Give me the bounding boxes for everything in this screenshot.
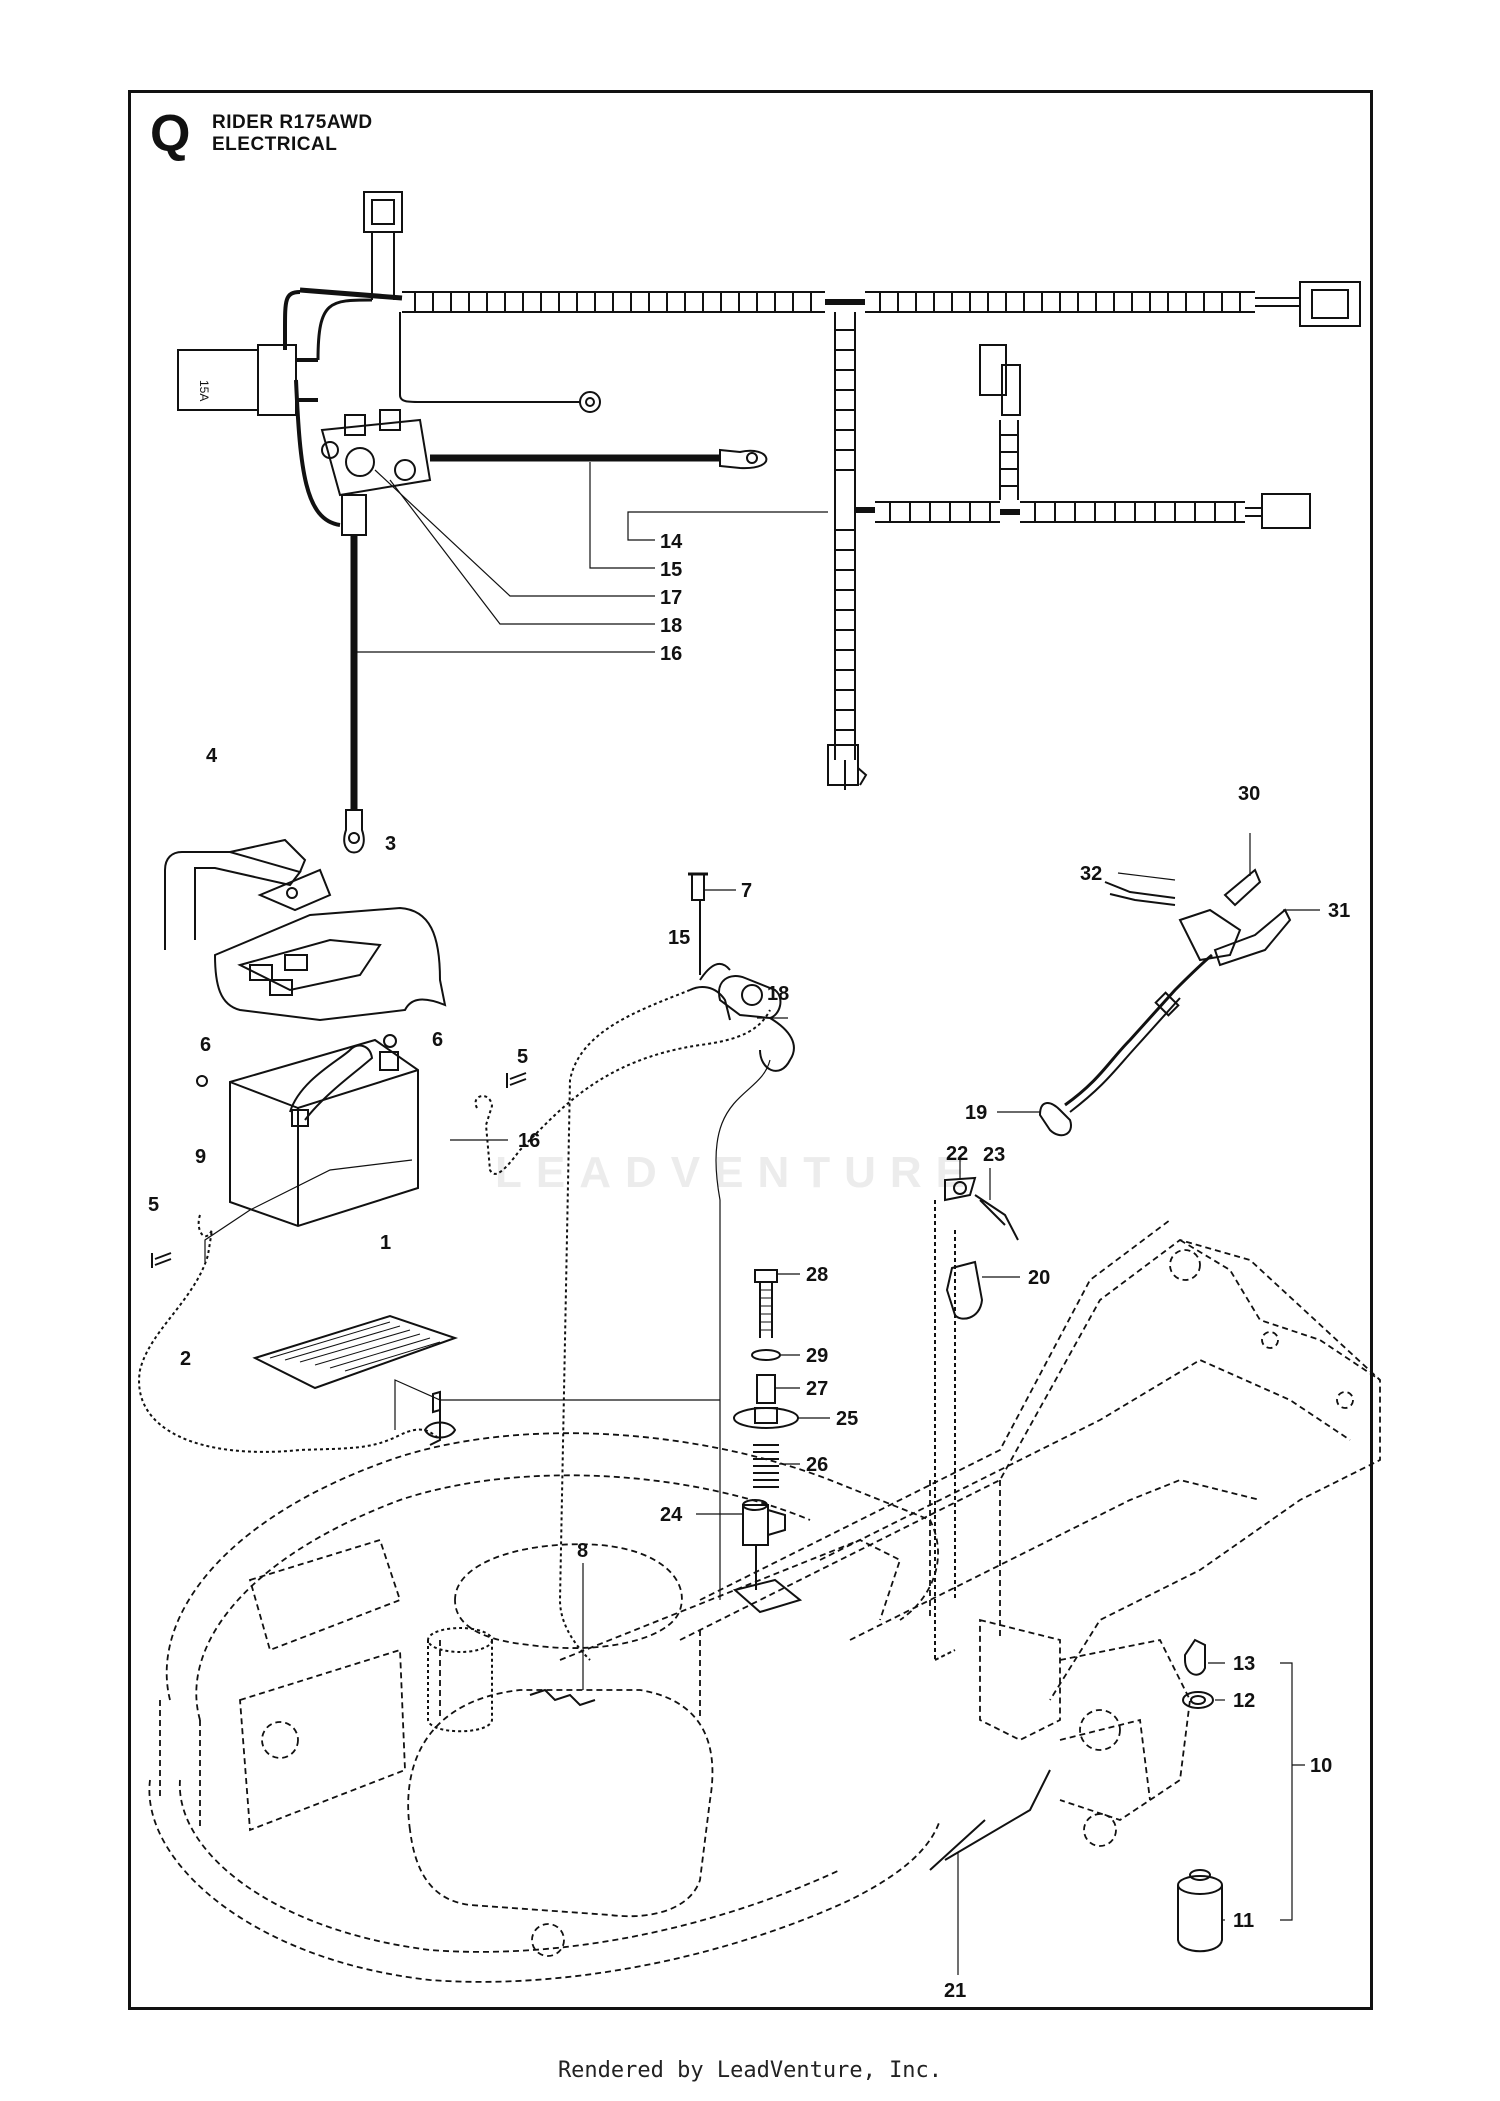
callout-9: 9 [195,1146,206,1168]
callout-11: 11 [1233,1910,1254,1932]
callout-27: 27 [806,1378,828,1400]
ignition-switch-group [1177,1638,1223,1953]
engine-solenoid [688,872,795,1072]
battery-mat [252,1314,459,1390]
callout-24: 24 [660,1504,683,1526]
callout-16-top: 16 [660,643,682,665]
callout-6-left: 6 [200,1034,211,1056]
callout-18-mid: 18 [767,983,789,1005]
harness-right-connector [1299,281,1361,327]
harness-middle-connector [1261,493,1311,529]
wiring-harness: 15A [177,191,1361,854]
callout-23: 23 [983,1144,1005,1166]
switch-11 [1177,1885,1223,1953]
callout-21: 21 [944,1980,966,2002]
nut-6a [196,1075,208,1087]
callout-15-top: 15 [660,559,682,581]
switch-24 [742,1499,786,1590]
harness-main-sleeve [402,291,1255,313]
sensor-harness-19 [1038,868,1292,1137]
harness-vertical-branch [834,312,856,760]
callout-14: 14 [660,531,683,553]
callout-22: 22 [946,1143,968,1165]
battery-bolts [151,1034,527,1268]
callout-28: 28 [806,1264,828,1286]
callout-32: 32 [1080,863,1102,885]
sensor-30 [1223,868,1262,907]
callout-29: 29 [806,1345,828,1367]
chassis-outline [148,1219,1381,1983]
callout-5-left: 5 [148,1194,159,1216]
pin-32 [1104,881,1176,906]
battery [229,1038,419,1228]
nut-12 [1182,1691,1214,1709]
callout-2: 2 [180,1348,191,1370]
switch-22 [944,1176,977,1202]
callout-12: 12 [1233,1690,1255,1712]
callout-4: 4 [206,745,218,767]
callout-1: 1 [380,1232,391,1254]
callout-labels: 14 15 17 18 16 4 3 7 15 18 6 6 5 16 9 5 … [148,531,1350,2002]
starter-solenoid [320,409,432,536]
battery-cover [213,906,447,1022]
starter-motor [427,1563,596,1733]
seat-switch-group [934,1160,1020,1661]
callout-10: 10 [1310,1755,1332,1777]
relay-label: 15A [197,380,211,401]
harness-upper-connector [979,344,1007,396]
bolt-28 [759,1282,773,1338]
harness-top-connector [363,191,403,233]
callout-26: 26 [806,1454,828,1476]
relay [177,349,259,411]
callout-6-right: 6 [432,1029,443,1051]
callout-5-right: 5 [517,1046,528,1068]
callout-19: 19 [965,1102,987,1124]
spring-8 [529,1688,596,1707]
leader-lines-top [356,462,828,653]
cable-15-lower [558,989,691,1661]
callout-31: 31 [1328,900,1350,922]
cable-16-lower [474,1009,771,1175]
callout-25: 25 [836,1408,858,1430]
battery-hold-down [164,838,332,950]
callout-16-mid: 16 [518,1130,540,1152]
section-letter: Q [150,105,191,163]
callout-3: 3 [385,833,396,855]
diagram-frame [128,90,1373,2010]
callout-20: 20 [1028,1267,1050,1289]
footer-credit: Rendered by LeadVenture, Inc. [557,2058,943,2083]
callout-30: 30 [1238,783,1260,805]
washer-29 [751,1349,781,1361]
bolt-5b [151,1252,172,1268]
harness-bottom-connector [827,744,859,786]
diagram-subtitle: ELECTRICAL [212,134,338,155]
callout-15-mid: 15 [668,927,690,949]
harness-middle-branch [875,501,1245,523]
spacer-27 [756,1374,776,1404]
pin-23 [974,1194,1019,1241]
cable-21 [929,1769,1051,1871]
bracket-31 [1213,908,1292,967]
clip-20 [945,1260,984,1320]
callout-13: 13 [1233,1653,1255,1675]
watermark: LEADVENTURE [495,1148,980,1197]
key-13 [1184,1638,1206,1676]
diagram-title: RIDER R175AWD [212,112,373,133]
callout-18-top: 18 [660,615,682,637]
bushing-25 [733,1407,799,1429]
pto-stack [732,1269,803,1614]
callout-17: 17 [660,587,682,609]
callout-8: 8 [577,1540,588,1562]
leader-lines-sensor [997,833,1320,1113]
bolt-5a [506,1072,527,1088]
leader-lines-pto [696,1273,830,1515]
nut-6b [383,1034,397,1048]
cable-9 [138,1214,441,1453]
leader-lines-ignition [1208,1662,1305,1921]
callout-7: 7 [741,880,752,902]
spring-26 [753,1444,779,1488]
screw-7 [691,873,705,901]
